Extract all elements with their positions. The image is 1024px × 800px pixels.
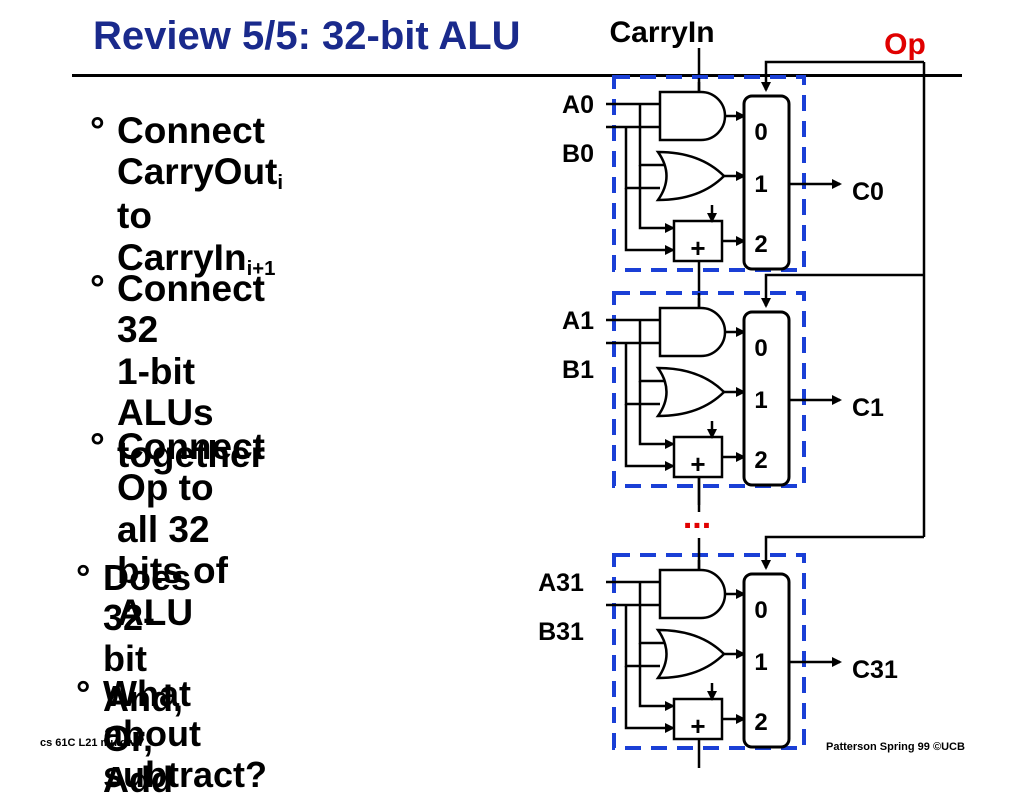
op-tap — [761, 60, 924, 92]
mux-input-label: 2 — [754, 447, 767, 474]
mux-input-label: 0 — [754, 119, 767, 146]
mux-box — [742, 572, 791, 749]
mux-input-label: 1 — [754, 649, 767, 676]
slide-title: Review 5/5: 32-bit ALU — [93, 14, 521, 58]
bullet-mark: ° — [90, 426, 105, 467]
bullet-line: all 32 bits of — [117, 508, 228, 592]
mux-input-label: 2 — [754, 231, 767, 258]
input-a-label: A1 — [562, 307, 594, 335]
or-gate — [655, 628, 726, 680]
footer-right: Patterson Spring 99 ©UCB — [826, 741, 965, 753]
carry-in-label: CarryIn — [609, 16, 714, 49]
output-label: C31 — [852, 656, 898, 684]
bullet-line: CarryOuti to — [117, 151, 284, 237]
bullet-line: together — [117, 433, 265, 475]
and-gate — [658, 568, 727, 620]
ellipsis: ... — [683, 498, 711, 536]
or-gate — [655, 366, 726, 418]
mux-input-label: 0 — [754, 597, 767, 624]
fanout-b-or — [624, 343, 660, 406]
bullet-mark: ° — [76, 673, 91, 714]
fanout-b-add — [624, 404, 675, 471]
alu-diagram: CarryIn Op A0B0+012C0A1B1+012C1A31B31+01… — [538, 16, 926, 768]
mux-input-label: 2 — [754, 709, 767, 736]
fanout-a-add — [638, 381, 675, 449]
adder-box — [672, 435, 724, 479]
bullet-4: ° Does 32-bit And, Or, Add — [76, 557, 192, 800]
mux-box — [742, 310, 791, 487]
bullet-line: ALU — [117, 591, 194, 633]
input-b-label: B31 — [538, 618, 584, 646]
or-gate — [655, 150, 726, 202]
bullet-line: And, Or, Add — [103, 677, 183, 800]
mux-input-label: 1 — [754, 171, 767, 198]
mux-input-label: 0 — [754, 335, 767, 362]
bullet-line: Connect — [117, 110, 265, 151]
fanout-b-add — [624, 188, 675, 255]
fanout-b-or — [624, 605, 660, 668]
input-a-label: A0 — [562, 91, 594, 119]
slice-boundary — [612, 553, 806, 750]
bullet-3: ° Connect Op to all 32 bits of ALU — [90, 426, 265, 633]
and-gate — [658, 306, 727, 358]
output-label: C0 — [852, 178, 884, 206]
adder-symbol: + — [690, 711, 705, 741]
fanout-a-add — [638, 643, 675, 711]
input-a-label: A31 — [538, 569, 584, 597]
input-b-label: B0 — [562, 140, 594, 168]
op-tap — [761, 273, 924, 308]
op-bus — [761, 60, 926, 570]
fanout-b-or — [624, 127, 660, 190]
mux-box — [742, 94, 791, 271]
fanout-b-add — [624, 666, 675, 733]
bullet-line: Connect 32 — [117, 268, 265, 351]
adder-symbol: + — [690, 449, 705, 479]
op-tap — [761, 535, 924, 570]
bullet-mark: ° — [76, 557, 91, 598]
bullet-line: 1-bit ALUs — [117, 350, 214, 434]
slice-boundary — [612, 75, 806, 272]
input-b-label: B1 — [562, 356, 594, 384]
bullet-1: ° Connect CarryOuti to CarryIni+1 — [90, 110, 283, 281]
fanout-a-add — [638, 165, 675, 233]
output-label: C1 — [852, 394, 884, 422]
bullet-2: ° Connect 32 1-bit ALUs together — [90, 268, 265, 475]
footer-left: cs 61C L21 muldiv.7 — [40, 737, 145, 749]
op-label: Op — [884, 28, 926, 61]
and-gate — [658, 90, 727, 142]
title-divider — [72, 74, 962, 77]
bullet-line: CarryIni+1 — [117, 236, 276, 280]
bullet-mark: ° — [90, 110, 105, 151]
bullet-line: Connect Op to — [117, 426, 265, 509]
adder-symbol: + — [690, 233, 705, 263]
bullet-mark: ° — [90, 268, 105, 309]
slice-boundary — [612, 291, 806, 488]
mux-input-label: 1 — [754, 387, 767, 414]
bullet-line: Does 32-bit — [103, 557, 192, 679]
